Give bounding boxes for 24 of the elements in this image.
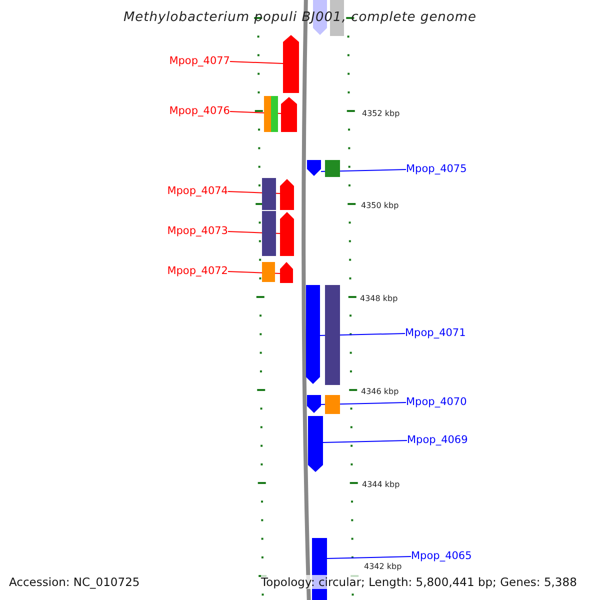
genome-title: Methylobacterium populi BJ001, complete genome (122, 10, 478, 25)
gene-label: Mpop_4065 (411, 550, 472, 563)
gene-label: Mpop_4077 (169, 55, 230, 68)
scale-label: 4350 kbp (361, 201, 399, 210)
gene-label: Mpop_4074 (167, 185, 228, 198)
genome-stats-label: Topology: circular; Length: 5,800,441 bp; Genes: 5,388 (261, 575, 577, 589)
leader-line (230, 61, 284, 64)
scale-label: 4344 kbp (362, 480, 400, 489)
leader-line (326, 556, 412, 559)
gene-label: Mpop_4071 (405, 327, 466, 340)
gene-label: Mpop_4070 (406, 396, 467, 409)
gene-label: Mpop_4072 (167, 265, 228, 278)
gene-label: Mpop_4076 (169, 105, 230, 118)
leader-line (320, 169, 406, 172)
scale-label: 4342 kbp (364, 562, 402, 571)
scale-label: 4352 kbp (362, 109, 400, 118)
gene-label: Mpop_4069 (407, 434, 468, 447)
scale-label: 4348 kbp (360, 294, 398, 303)
accession-label: Accession: NC_010725 (9, 575, 140, 589)
leader-line (320, 402, 406, 405)
leader-line (322, 440, 408, 443)
gene-label: Mpop_4075 (406, 163, 467, 176)
scale-label: 4346 kbp (361, 387, 399, 396)
gene-label: Mpop_4073 (167, 225, 228, 238)
